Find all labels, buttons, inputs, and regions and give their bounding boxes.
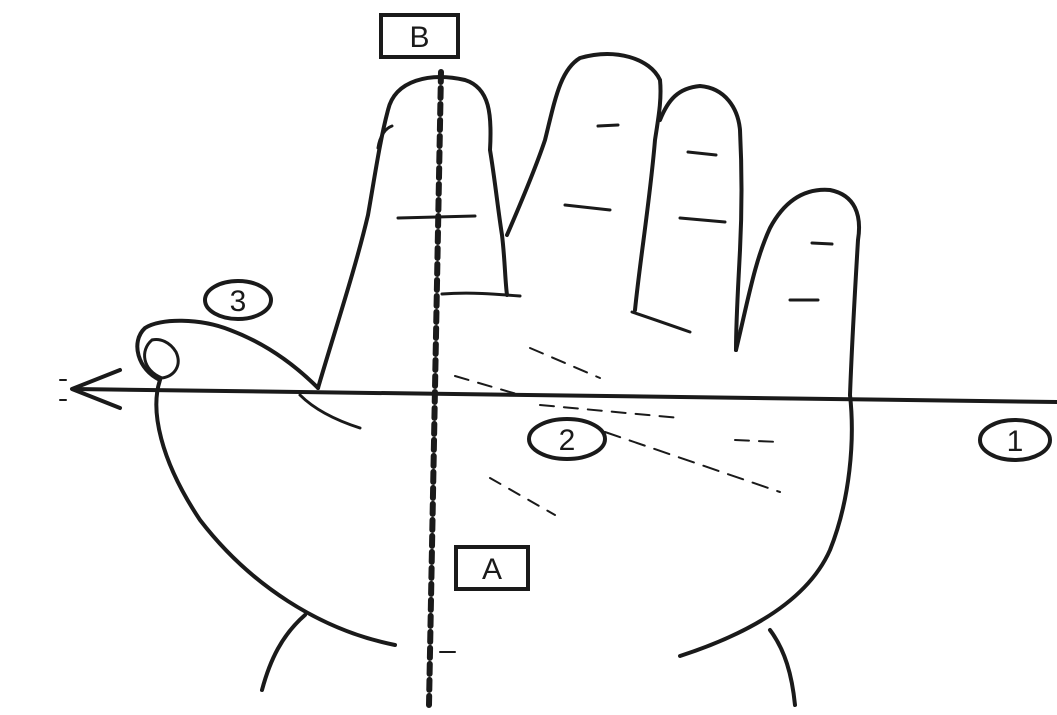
palm-line-1 — [530, 348, 600, 378]
index-nail-line — [378, 126, 392, 148]
thumb-crease — [300, 395, 360, 428]
label-3-text: 3 — [230, 285, 247, 318]
index-finger — [318, 77, 507, 388]
palm-base-crease-1 — [632, 312, 690, 332]
palm-right-side — [680, 395, 852, 656]
palm-line-6 — [490, 478, 555, 515]
wrist-right — [770, 630, 795, 705]
label-2-text: 2 — [559, 424, 576, 457]
palm-line-3 — [540, 405, 680, 418]
label-box-a: A — [456, 547, 528, 589]
hand-outline — [137, 54, 859, 705]
label-a-text: A — [482, 553, 502, 586]
palm-line-4 — [605, 432, 780, 492]
wrist-left — [262, 615, 305, 690]
label-box-b: B — [381, 15, 458, 57]
label-b-text: B — [409, 21, 429, 54]
horizontal-axis-line — [60, 370, 1057, 408]
label-circle-3: 3 — [205, 281, 271, 319]
palm-line-5 — [735, 440, 780, 442]
middle-finger — [507, 54, 661, 310]
middle-crease-2 — [598, 125, 618, 126]
ring-crease-2 — [680, 218, 725, 222]
label-circle-1: 1 — [980, 420, 1050, 460]
ring-crease-1 — [688, 152, 716, 155]
palm-line-2 — [455, 376, 520, 395]
ring-finger — [660, 86, 742, 350]
little-crease-1 — [812, 243, 832, 244]
label-1-text: 1 — [1007, 425, 1024, 458]
middle-crease-1 — [565, 205, 610, 210]
label-circle-2: 2 — [529, 419, 605, 459]
little-finger — [736, 190, 859, 395]
vertical-dashed-line — [429, 72, 441, 705]
